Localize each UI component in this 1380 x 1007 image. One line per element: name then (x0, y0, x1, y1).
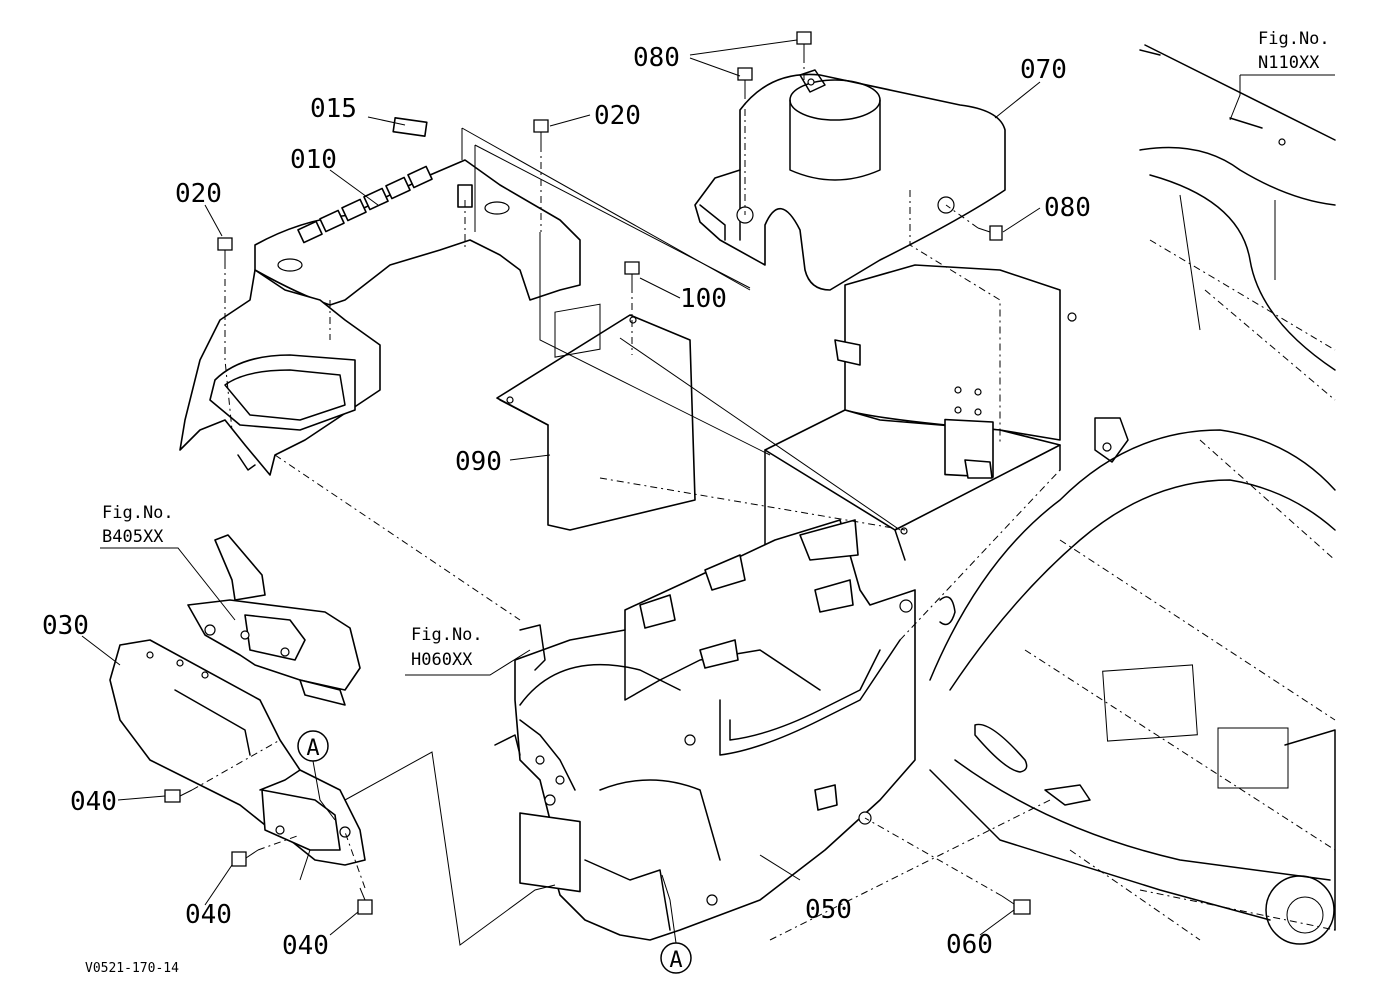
bolt-040-b (231, 849, 259, 867)
label-030: 030 (42, 611, 89, 641)
marker-a-bottom: A (660, 874, 692, 974)
figref-h060-line1: Fig.No. (411, 625, 483, 645)
label-100: 100 (680, 284, 727, 314)
part-labels: 015 010 020 020 080 070 080 100 090 030 … (42, 43, 1091, 961)
bolt-020-left (217, 237, 233, 262)
part-030-trim (109, 639, 366, 866)
part-090-plate (496, 303, 696, 531)
part-015-key (392, 117, 428, 137)
marker-a-top: A (297, 730, 556, 946)
bolt-080-right (977, 225, 1003, 241)
figref-n110: Fig.No. N110XX (1258, 29, 1330, 73)
label-060: 060 (946, 930, 993, 960)
marker-a-top-text: A (306, 736, 319, 761)
label-040-c: 040 (282, 931, 329, 961)
figref-n110-line2: N110XX (1258, 53, 1320, 73)
marker-a-bottom-text: A (669, 948, 682, 973)
bolt-060 (1001, 895, 1031, 915)
drawing-code: V0521-170-14 (85, 961, 179, 976)
bolt-020-top (533, 119, 549, 145)
panel-slots (297, 165, 433, 244)
label-070: 070 (1020, 55, 1067, 85)
bracket-b405 (187, 534, 361, 706)
label-050: 050 (805, 895, 852, 925)
label-040-b: 040 (185, 900, 232, 930)
leader-lines (81, 39, 1335, 936)
mounting-lines (299, 127, 901, 881)
label-010: 010 (290, 145, 337, 175)
bolt-100 (624, 261, 640, 286)
label-015: 015 (310, 94, 357, 124)
label-090: 090 (455, 447, 502, 477)
figref-h060: Fig.No. H060XX (411, 625, 483, 670)
label-080-top: 080 (633, 43, 680, 73)
column-tower (764, 264, 1061, 591)
bolt-040-a (164, 789, 193, 803)
part-010-panel (179, 159, 581, 476)
bolt-040-c (357, 887, 373, 915)
frame-body (929, 44, 1336, 945)
label-040-a: 040 (70, 787, 117, 817)
figref-n110-line1: Fig.No. (1258, 29, 1330, 49)
figref-b405-line1: Fig.No. (102, 503, 174, 523)
assembly-lines (191, 56, 1336, 941)
bolt-080-b (737, 67, 753, 92)
figref-b405: Fig.No. B405XX (102, 503, 174, 547)
figref-b405-line2: B405XX (102, 527, 164, 547)
label-080-right: 080 (1044, 193, 1091, 223)
label-020-top: 020 (594, 101, 641, 131)
part-070-cover (694, 69, 1006, 445)
label-020-left: 020 (175, 179, 222, 209)
part-050-housing (494, 519, 916, 941)
bolt-080-a (796, 31, 812, 56)
figref-h060-line2: H060XX (411, 650, 473, 670)
